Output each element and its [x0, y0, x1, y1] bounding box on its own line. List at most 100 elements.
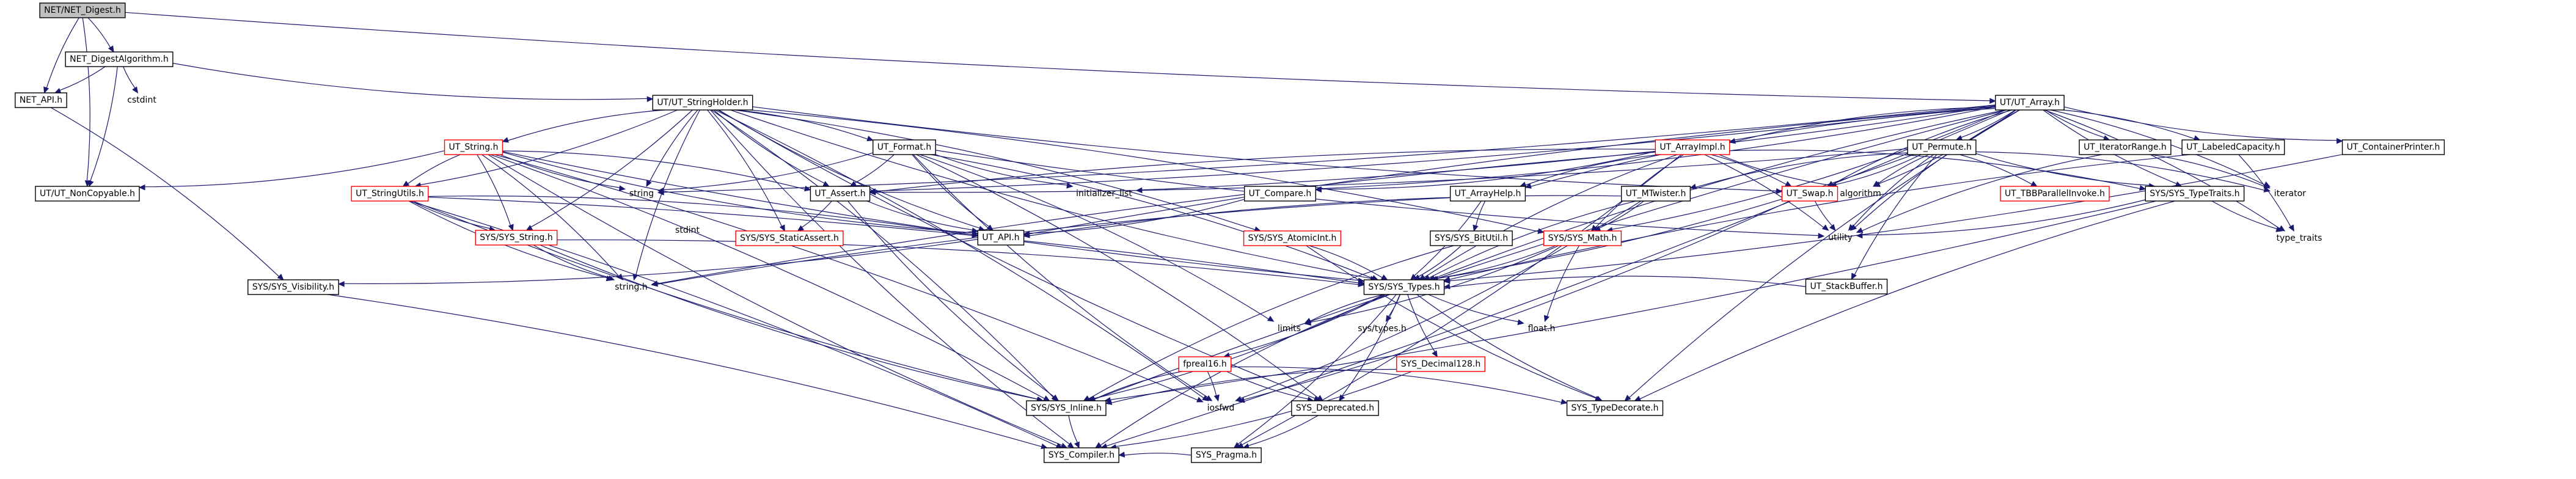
- node-ndalg[interactable]: NET_DigestAlgorithm.h: [65, 51, 174, 67]
- edge-utarray-to-permute: [1955, 109, 2016, 141]
- node-utswap[interactable]: UT_Swap.h: [1781, 186, 1839, 202]
- edge-utstring-to-noncopy: [138, 150, 445, 191]
- edge-line: [1434, 109, 2005, 279]
- node-utassert[interactable]: UT_Assert.h: [810, 186, 871, 202]
- node-fpreal16[interactable]: fpreal16.h: [1178, 356, 1232, 372]
- node-arrimpl[interactable]: UT_ArrayImpl.h: [1655, 139, 1730, 155]
- node-utapi[interactable]: UT_API.h: [977, 230, 1025, 246]
- node-systypes[interactable]: SYS/SYS_Types.h: [1363, 279, 1445, 295]
- node-strhold[interactable]: UT/UT_StringHolder.h: [652, 95, 753, 111]
- edge-arrowhead: [618, 185, 626, 191]
- node-stackbuf[interactable]: UT_StackBuffer.h: [1805, 279, 1888, 294]
- node-root[interactable]: NET/NET_Digest.h: [39, 2, 126, 18]
- node-box: [873, 139, 936, 155]
- edge-line: [557, 239, 1359, 285]
- edge-line: [1428, 294, 1519, 323]
- node-string: string: [629, 189, 654, 199]
- edge-line: [663, 152, 873, 191]
- node-decimal[interactable]: SYS_Decimal128.h: [1396, 356, 1485, 372]
- node-box: [652, 95, 753, 111]
- node-mtwister[interactable]: UT_MTwister.h: [1620, 186, 1691, 202]
- edge-arrhelp-to-strh: [651, 197, 1451, 287]
- node-limits: limits: [1278, 324, 1301, 334]
- edge-line: [875, 104, 1996, 192]
- edge-utformat-to-utassert: [849, 154, 895, 187]
- edge-utformat-to-deprecated: [916, 154, 1324, 401]
- edge-arrowhead: [1105, 399, 1113, 405]
- edge-fpreal16-to-typedecorate: [1231, 366, 1568, 405]
- node-box: [810, 186, 871, 202]
- edge-line: [930, 154, 1373, 279]
- node-utformat[interactable]: UT_Format.h: [873, 139, 936, 155]
- edge-arrowhead: [2139, 185, 2146, 191]
- node-deprecated[interactable]: SYS_Deprecated.h: [1291, 400, 1379, 416]
- edge-line: [411, 200, 491, 229]
- node-label: SYS_Pragma.h: [1196, 450, 1257, 460]
- node-bitutil[interactable]: SYS/SYS_BitUtil.h: [1430, 230, 1513, 246]
- edge-line: [1449, 276, 1806, 288]
- edge-line: [1416, 294, 1598, 399]
- node-label: UT_TBBParallelInvoke.h: [2005, 189, 2105, 199]
- node-utstring[interactable]: UT_String.h: [444, 139, 503, 155]
- node-visib[interactable]: SYS/SYS_Visibility.h: [247, 279, 339, 295]
- node-labcap[interactable]: UT_LabeledCapacity.h: [2181, 139, 2285, 155]
- edge-utapi-to-visib: [337, 239, 978, 287]
- edge-atomicint-to-typedecorate: [1306, 245, 1602, 402]
- node-label: UT_ArrayImpl.h: [1659, 142, 1725, 152]
- edge-bitutil-to-inline: [1083, 245, 1454, 401]
- edge-arrowhead: [866, 136, 874, 142]
- node-pragma[interactable]: SYS_Pragma.h: [1191, 447, 1262, 463]
- node-tbbpar[interactable]: UT_TBBParallelInvoke.h: [2000, 186, 2110, 202]
- edge-line: [1975, 151, 2265, 191]
- edge-line: [408, 154, 461, 185]
- node-netapi[interactable]: NET_API.h: [15, 92, 67, 108]
- node-box: [35, 186, 140, 202]
- edge-line: [1309, 245, 1383, 278]
- edge-arrowhead: [1818, 233, 1825, 239]
- edge-line: [1088, 245, 1454, 400]
- node-utility: utility: [1828, 233, 1853, 243]
- node-label: UT_Permute.h: [1912, 142, 1972, 152]
- edge-arrowhead: [1233, 442, 1241, 448]
- node-iosfwd: iosfwd: [1207, 403, 1235, 413]
- node-staticassert[interactable]: SYS/SYS_StaticAssert.h: [735, 230, 844, 246]
- node-noncopy[interactable]: UT/UT_NonCopyable.h: [35, 186, 140, 202]
- node-label: SYS/SYS_TypeTraits.h: [2150, 189, 2239, 199]
- node-label: UT_ArrayHelp.h: [1455, 189, 1521, 199]
- edge-line: [1094, 371, 1182, 400]
- node-compiler[interactable]: SYS_Compiler.h: [1044, 447, 1119, 463]
- node-compare[interactable]: UT_Compare.h: [1243, 186, 1317, 202]
- edge-arrowhead: [657, 189, 664, 196]
- node-box: [1044, 447, 1119, 463]
- node-typetraits[interactable]: SYS/SYS_TypeTraits.h: [2145, 186, 2245, 202]
- edge-line: [1141, 105, 1996, 191]
- node-label: SYS/SYS_Visibility.h: [252, 282, 334, 292]
- node-strutils[interactable]: UT_StringUtils.h: [351, 186, 429, 202]
- edge-arrowhead: [1358, 281, 1365, 288]
- node-arrhelp[interactable]: UT_ArrayHelp.h: [1449, 186, 1526, 202]
- node-utarray[interactable]: UT/UT_Array.h: [1995, 95, 2065, 111]
- edge-typetraits-to-type_traits: [2211, 200, 2283, 232]
- node-atomicint[interactable]: SYS/SYS_AtomicInt.h: [1243, 230, 1342, 246]
- node-permute[interactable]: UT_Permute.h: [1907, 139, 1977, 155]
- node-sysmath[interactable]: SYS/SYS_Math.h: [1543, 230, 1622, 246]
- node-box: [1995, 95, 2065, 111]
- edge-utarray-to-utility: [1850, 109, 2020, 231]
- node-iterrange[interactable]: UT_IteratorRange.h: [2079, 139, 2172, 155]
- node-sysstring[interactable]: SYS/SYS_String.h: [475, 230, 558, 246]
- edge-strhold-to-string: [646, 109, 698, 188]
- edge-line: [530, 109, 693, 228]
- node-label: SYS_Decimal128.h: [1401, 359, 1480, 369]
- node-contprint[interactable]: UT_ContainerPrinter.h: [2341, 139, 2445, 155]
- node-box: [1543, 230, 1622, 246]
- node-label: SYS/SYS_Types.h: [1368, 282, 1440, 292]
- node-typedecorate[interactable]: SYS_TypeDecorate.h: [1566, 400, 1664, 416]
- edge-line: [59, 66, 106, 91]
- edge-line: [2045, 109, 2105, 138]
- edge-line: [1231, 366, 1562, 403]
- node-box: [1243, 230, 1342, 246]
- node-box: [1363, 279, 1445, 295]
- edge-utarray-to-utassert: [869, 104, 1996, 194]
- edge-arrowhead: [1371, 275, 1379, 280]
- node-inline[interactable]: SYS/SYS_Inline.h: [1026, 400, 1107, 416]
